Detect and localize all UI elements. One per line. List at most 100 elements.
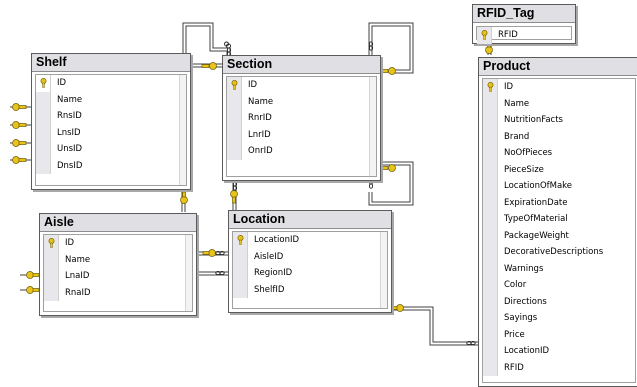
column-row[interactable]: RegionID [233, 265, 387, 282]
column-row[interactable]: LnaID [44, 268, 192, 285]
relationship-location-product [392, 306, 478, 343]
column-row[interactable]: UnsID [36, 141, 186, 158]
column-row[interactable]: RnsID [36, 108, 186, 125]
column-row[interactable]: DecorativeDescriptions [483, 244, 635, 261]
key-icon [230, 190, 238, 204]
key-icon [48, 238, 55, 248]
column-row[interactable]: Color [483, 277, 635, 294]
table-aisle[interactable]: Aisle ID Name LnaID RnaID [39, 213, 197, 316]
column-row[interactable]: Name [44, 251, 192, 268]
infinity-icon [215, 250, 225, 256]
column-row[interactable]: LocationOfMake [483, 178, 635, 195]
column-name: Brand [504, 131, 530, 142]
table-section[interactable]: Section ID Name RnrID LnrID OnrID [222, 55, 381, 181]
scrollbar[interactable] [369, 77, 376, 176]
column-name: NoOfPieces [504, 148, 553, 158]
column-name: LnaID [65, 271, 90, 281]
column-row[interactable]: RnaID [44, 284, 192, 301]
column-name: RFID [504, 362, 524, 373]
table-title: Shelf [32, 54, 190, 72]
column-list: LocationID AisleID RegionID ShelfID [232, 231, 388, 309]
column-list: ID Name LnaID RnaID [43, 234, 193, 312]
column-row[interactable]: RFID [483, 359, 635, 376]
column-name: RFID [498, 30, 518, 40]
table-title: Product [479, 58, 637, 76]
column-name: Name [248, 96, 274, 107]
column-name: Name [57, 94, 83, 105]
column-name: PackageWeight [504, 230, 569, 241]
column-row[interactable]: RFID [477, 27, 571, 44]
column-name: NutritionFacts [504, 115, 563, 125]
column-row[interactable]: Price [483, 326, 635, 343]
infinity-icon [368, 41, 374, 51]
column-row[interactable]: ShelfID [233, 281, 387, 298]
column-row[interactable]: Name [483, 95, 635, 112]
column-name: RnrID [248, 113, 272, 123]
column-row[interactable]: Brand [483, 128, 635, 145]
column-row[interactable]: NutritionFacts [483, 112, 635, 129]
scrollbar[interactable] [185, 235, 192, 311]
table-location[interactable]: Location LocationID AisleID RegionID She… [228, 210, 392, 313]
column-row[interactable]: RnrID [227, 110, 376, 127]
infinity-icon [368, 179, 374, 189]
column-row[interactable]: PieceSize [483, 161, 635, 178]
column-name: LocationID [504, 346, 550, 356]
column-row[interactable]: ID [44, 235, 192, 252]
key-icon [487, 82, 494, 92]
table-shelf[interactable]: Shelf ID Name RnsID LnsID UnsID DnsID [31, 53, 191, 190]
column-row[interactable]: Directions [483, 293, 635, 310]
column-row[interactable]: Name [36, 91, 186, 108]
key-icon [180, 191, 188, 204]
table-rfid-tag[interactable]: RFID_Tag RFID [472, 4, 576, 44]
column-row[interactable]: ID [483, 79, 635, 96]
column-row[interactable]: ID [227, 77, 376, 94]
column-name: RnaID [65, 287, 91, 298]
column-name: ShelfID [254, 284, 285, 295]
column-name: Directions [504, 296, 547, 307]
column-name: LnrID [248, 129, 271, 140]
column-name: Price [504, 329, 525, 340]
key-icon [485, 43, 493, 54]
relationship-section-self-top [371, 25, 411, 71]
key-icon [12, 103, 27, 111]
infinity-icon [215, 270, 225, 276]
column-list: RFID [476, 26, 572, 44]
key-icon [201, 62, 217, 70]
column-list: ID Name RnrID LnrID OnrID [226, 76, 377, 177]
column-name: ID [504, 82, 514, 92]
key-icon [12, 121, 27, 129]
column-row[interactable]: DnsID [36, 157, 186, 174]
column-row[interactable]: AisleID [233, 248, 387, 265]
column-name: Name [65, 254, 91, 265]
column-row[interactable]: Sayings [483, 310, 635, 327]
column-row[interactable]: LnrID [227, 126, 376, 143]
column-row[interactable]: ExpirationDate [483, 194, 635, 211]
table-product[interactable]: Product ID Name NutritionFacts Brand NoO… [478, 57, 637, 387]
key-icon [40, 78, 47, 88]
scrollbar[interactable] [380, 232, 387, 308]
column-row[interactable]: OnrID [227, 143, 376, 160]
column-row[interactable]: ID [36, 75, 186, 92]
table-title: Aisle [40, 214, 196, 232]
infinity-icon [224, 41, 231, 49]
key-icon [391, 304, 404, 312]
column-row[interactable]: NoOfPieces [483, 145, 635, 162]
column-row[interactable]: LocationID [233, 232, 387, 249]
column-name: Color [504, 280, 527, 290]
column-row[interactable]: Warnings [483, 260, 635, 277]
column-name: LocationID [254, 235, 300, 245]
scrollbar[interactable] [179, 75, 186, 185]
column-row[interactable]: PackageWeight [483, 227, 635, 244]
column-row[interactable]: LocationID [483, 343, 635, 360]
column-name: PieceSize [504, 164, 544, 175]
key-icon [12, 139, 27, 147]
column-row[interactable]: LnsID [36, 124, 186, 141]
column-row[interactable]: TypeOfMaterial [483, 211, 635, 228]
infinity-icon [232, 181, 238, 191]
key-icon [237, 235, 244, 245]
column-list: ID Name RnsID LnsID UnsID DnsID [35, 74, 187, 186]
column-name: LocationOfMake [504, 181, 573, 191]
column-name: Name [504, 98, 530, 109]
column-row[interactable]: Name [227, 93, 376, 110]
